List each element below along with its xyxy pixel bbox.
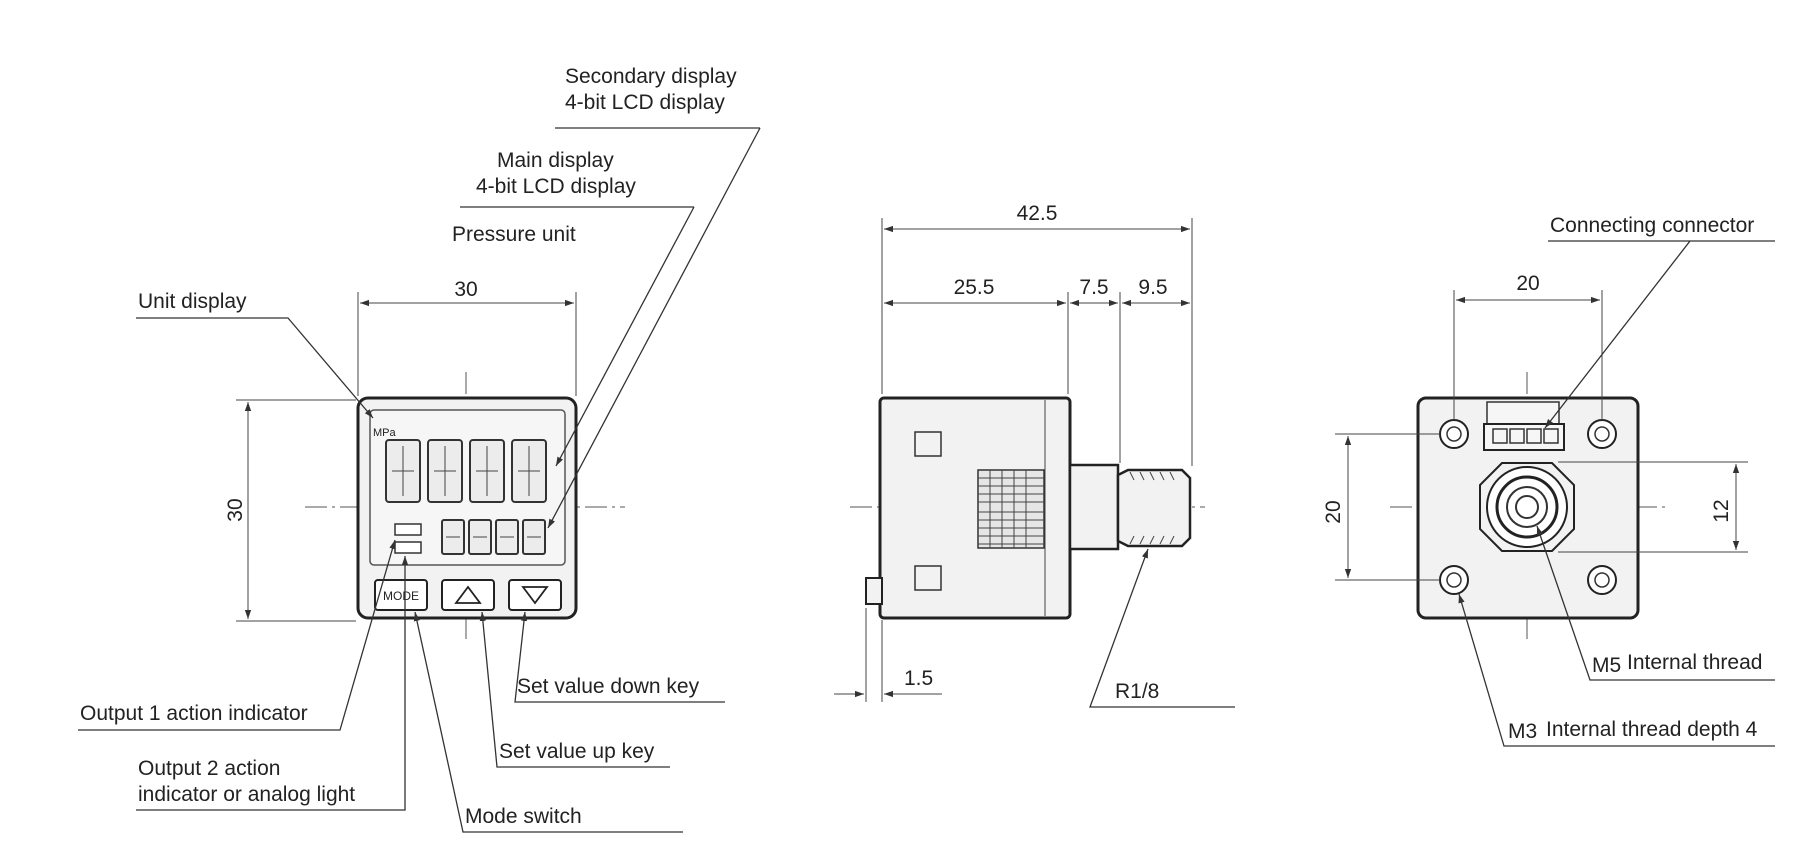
side-fitting (1116, 468, 1192, 548)
leader-m5 (1536, 525, 1775, 681)
rear-hole-pitch-h: 20 (1516, 272, 1539, 295)
down-arrow-icon (521, 586, 549, 605)
side-thread-marks (1129, 471, 1175, 545)
port-ring-inner (1506, 486, 1548, 528)
up-key[interactable] (441, 579, 495, 611)
main-display-digits (385, 439, 547, 503)
label-main-display-2: 4-bit LCD display (476, 175, 636, 198)
mount-hole-top-left (1439, 419, 1469, 449)
leader-r18 (1089, 548, 1235, 708)
leader-output1 (78, 539, 396, 731)
mode-key-text: MODE (383, 589, 419, 603)
label-mode-switch: Mode switch (465, 805, 582, 828)
leader-secondary (547, 127, 761, 529)
side-view: 42.5 25.5 7.5 9.5 1.5 R1/8 (834, 202, 1235, 708)
output2-indicator (394, 541, 422, 554)
label-set-down-key: Set value down key (517, 675, 700, 698)
label-m5-prefix: M5 (1592, 654, 1621, 677)
connector-pin (1543, 428, 1559, 444)
label-secondary-display-2: 4-bit LCD display (565, 91, 725, 114)
label-unit-display: Unit display (138, 290, 247, 313)
port-ring-mid (1495, 475, 1559, 539)
side-mark-top (914, 431, 942, 457)
leader-mode-switch (413, 611, 683, 833)
front-view: MPa MODE 30 30 (78, 65, 761, 833)
output1-indicator (394, 523, 422, 536)
label-m3-prefix: M3 (1508, 720, 1537, 743)
leader-unit-display (136, 317, 374, 419)
mount-hole-inner (1594, 572, 1610, 588)
connector-pin (1509, 428, 1525, 444)
front-width-dim: 30 (454, 278, 477, 301)
connector-pin (1526, 428, 1542, 444)
unit-display-text: MPa (373, 427, 397, 439)
side-grip-ribs (978, 470, 1044, 548)
side-neck (1068, 463, 1120, 551)
label-connecting-connector: Connecting connector (1550, 214, 1754, 237)
leader-connector (1544, 240, 1775, 429)
secondary-display-digits (441, 519, 546, 555)
leader-m3 (1458, 593, 1775, 747)
side-flange (865, 577, 883, 605)
mount-hole-inner (1446, 572, 1462, 588)
leader-main (555, 206, 695, 467)
label-pressure-unit: Pressure unit (452, 223, 576, 246)
front-height-dim: 30 (224, 498, 247, 521)
rear-hole-pitch-v: 20 (1322, 500, 1345, 523)
label-m3-text: Internal thread depth 4 (1546, 718, 1758, 741)
label-secondary-display-1: Secondary display (565, 65, 737, 88)
rear-view: 20 20 12 Connecting connector M5 Interna… (1322, 214, 1775, 747)
side-fitting-dim: 9.5 (1138, 276, 1167, 299)
label-set-up-key: Set value up key (499, 740, 655, 763)
label-r18: R1/8 (1115, 680, 1159, 703)
main-digit-segments (392, 446, 540, 496)
mount-hole-inner (1594, 426, 1610, 442)
side-total-dim: 42.5 (1017, 202, 1058, 225)
leader-down-key (514, 611, 725, 703)
mode-key[interactable] (374, 579, 428, 611)
leader-output2 (136, 556, 409, 811)
mount-hole-bottom-left (1439, 565, 1469, 595)
label-output1: Output 1 action indicator (80, 702, 308, 725)
connector-pin (1492, 428, 1508, 444)
down-key[interactable] (508, 579, 562, 611)
mount-hole-bottom-right (1587, 565, 1617, 595)
label-output2-2: indicator or analog light (138, 783, 355, 806)
label-m5-text: Internal thread (1627, 651, 1762, 674)
port-bore (1515, 495, 1539, 519)
side-body-dim: 25.5 (954, 276, 995, 299)
leader-up-key (479, 611, 670, 768)
label-main-display-1: Main display (497, 149, 614, 172)
mount-hole-top-right (1587, 419, 1617, 449)
mount-hole-inner (1446, 426, 1462, 442)
side-neck-dim: 7.5 (1079, 276, 1108, 299)
side-flange-dim: 1.5 (904, 667, 933, 690)
label-output2-1: Output 2 action (138, 757, 280, 780)
up-arrow-icon (454, 585, 482, 604)
rear-port-height: 12 (1710, 499, 1733, 522)
side-mark-bottom (914, 565, 942, 591)
side-grip (977, 469, 1045, 549)
